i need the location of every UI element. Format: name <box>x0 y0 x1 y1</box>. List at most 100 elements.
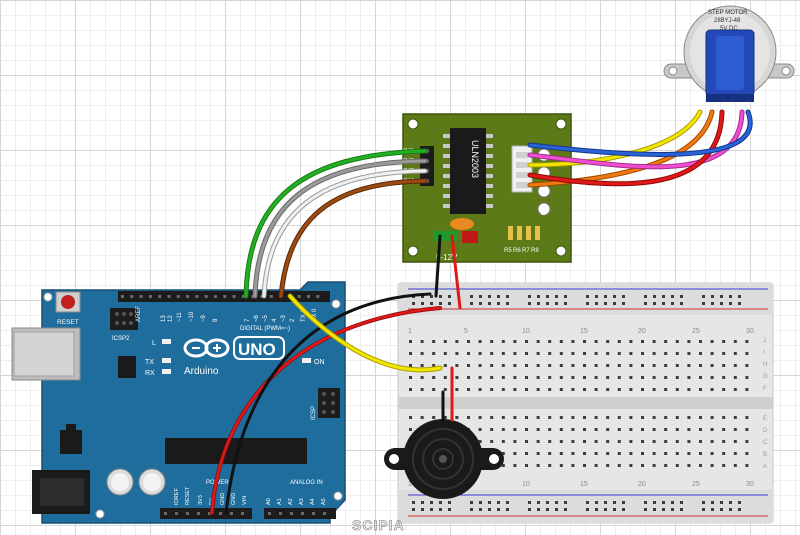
rail-hole <box>546 501 549 504</box>
wire-red-driver[interactable] <box>450 234 462 310</box>
breadboard-hole <box>664 340 668 343</box>
wire-black-driver[interactable] <box>434 234 442 298</box>
rail-hole <box>448 302 451 305</box>
rail-hole <box>448 501 451 504</box>
breadboard-hole <box>699 340 702 343</box>
breadboard-hole <box>733 340 737 343</box>
breadboard-hole <box>443 352 447 355</box>
breadboard-hole <box>675 340 679 343</box>
breadboard-hole <box>687 416 691 419</box>
rail-hole <box>421 501 424 504</box>
breadboard-hole <box>675 464 679 467</box>
row-letter: C <box>763 440 768 446</box>
breadboard-hole <box>548 452 552 455</box>
rail-hole <box>711 295 714 298</box>
breadboard-hole <box>432 416 436 419</box>
rail-hole <box>644 295 647 298</box>
header-pin <box>219 512 222 515</box>
header-pin <box>241 295 245 298</box>
column-number: 10 <box>522 328 530 335</box>
resistor-label: R5 <box>504 248 512 254</box>
phase-label: C <box>541 187 547 196</box>
header-pin <box>312 512 315 515</box>
watermark: SCIPIA <box>352 517 405 533</box>
breadboard-hole <box>548 388 552 391</box>
breadboard-hole <box>478 352 482 355</box>
breadboard-hole <box>501 388 505 391</box>
voltage-regulator <box>60 430 82 454</box>
breadboard-hole <box>710 376 714 379</box>
breadboard-hole <box>548 340 552 343</box>
rail-hole <box>671 302 674 305</box>
rail-hole <box>604 508 607 511</box>
digital-pin-labels-left: 13 12 ~11 ~10 ~9 8 <box>161 311 219 322</box>
rail-hole <box>430 295 433 298</box>
header-pin <box>241 512 244 515</box>
breadboard-hole <box>571 428 575 431</box>
column-number: 15 <box>580 481 588 488</box>
breadboard-hole <box>629 452 633 455</box>
rail-hole <box>528 295 531 298</box>
breadboard-hole <box>536 352 540 355</box>
breadboard-hole <box>675 440 679 443</box>
motor-label-line1: STEP MOTOR <box>708 10 748 16</box>
breadboard-hole <box>478 416 482 419</box>
breadboard-hole <box>745 452 749 455</box>
rail-hole <box>546 508 549 511</box>
breadboard-hole <box>583 464 586 467</box>
rail-hole <box>671 295 674 298</box>
rail-hole <box>555 302 558 305</box>
breadboard-hole <box>594 340 598 343</box>
breadboard-hole <box>687 364 691 367</box>
breadboard-hole <box>629 464 633 467</box>
rail-hole <box>622 501 625 504</box>
breadboard-hole <box>606 416 610 419</box>
column-number: 15 <box>580 328 588 335</box>
breadboard-hole <box>675 452 679 455</box>
breadboard-hole <box>687 340 691 343</box>
breadboard-hole <box>490 416 494 419</box>
breadboard-hole <box>594 452 598 455</box>
column-number: 20 <box>638 328 646 335</box>
rail-hole <box>528 508 531 511</box>
reset-button[interactable] <box>55 291 81 313</box>
rail-hole <box>506 302 509 305</box>
rail-hole <box>497 501 500 504</box>
row-letter: F <box>763 386 767 392</box>
pin-label: 7 <box>245 318 251 322</box>
breadboard-hole <box>675 428 679 431</box>
breadboard-hole <box>513 464 517 467</box>
breadboard-hole <box>664 452 668 455</box>
header-pin <box>223 295 227 298</box>
breadboard-hole <box>583 376 586 379</box>
breadboard-hole <box>559 416 563 419</box>
breadboard-hole <box>699 440 702 443</box>
rail-hole <box>528 302 531 305</box>
breadboard-hole <box>687 388 691 391</box>
chip-label: ULN2003 <box>470 140 480 178</box>
breadboard-hole <box>548 464 552 467</box>
rail-hole <box>711 501 714 504</box>
motor-connector <box>511 145 533 193</box>
rail-hole <box>555 508 558 511</box>
breadboard-hole <box>455 388 459 391</box>
pin-label: A3 <box>299 498 305 505</box>
breadboard-hole <box>629 388 633 391</box>
breadboard-hole <box>409 388 412 391</box>
rail-hole <box>671 508 674 511</box>
wire-black-ground[interactable] <box>224 292 432 515</box>
rail-hole <box>711 302 714 305</box>
breadboard-hole <box>443 364 447 367</box>
breadboard-hole <box>606 352 610 355</box>
header-pin <box>121 295 124 298</box>
breadboard-hole <box>478 428 482 431</box>
rail-hole <box>680 501 683 504</box>
breadboard-hole <box>664 352 668 355</box>
breadboard-hole <box>641 364 644 367</box>
row-letter: G <box>763 374 768 380</box>
rail-hole <box>711 508 714 511</box>
mounting-hole <box>407 245 419 257</box>
breadboard-hole <box>571 452 575 455</box>
breadboard-hole <box>571 440 575 443</box>
rail-hole <box>506 295 509 298</box>
